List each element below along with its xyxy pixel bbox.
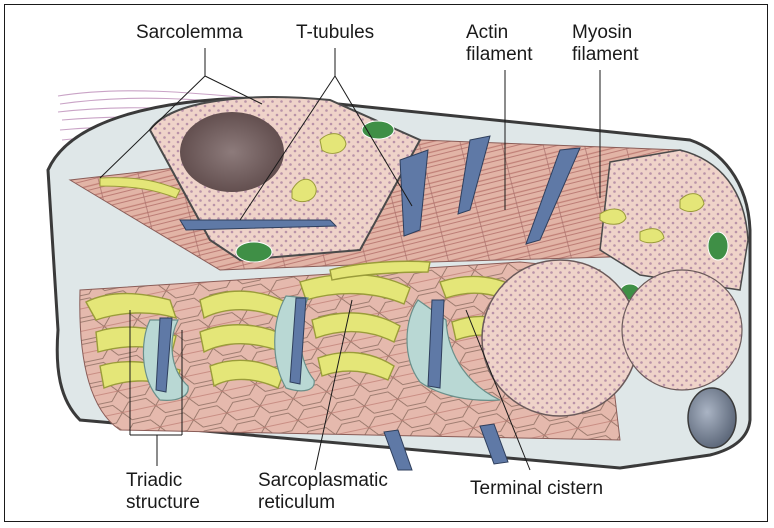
label-sarcolemma: Sarcolemma bbox=[136, 22, 243, 44]
label-actin-filament: Actin filament bbox=[466, 22, 533, 66]
label-triadic-structure: Triadic structure bbox=[126, 470, 200, 514]
label-triadic-line1: Triadic bbox=[126, 470, 200, 492]
myofibril-cross-section-2 bbox=[622, 270, 742, 390]
label-terminal-cistern: Terminal cistern bbox=[470, 478, 603, 500]
label-triadic-line2: structure bbox=[126, 492, 200, 514]
label-myosin-line2: filament bbox=[572, 44, 639, 66]
label-t-tubules: T-tubules bbox=[296, 22, 374, 44]
label-sarco-line2: reticulum bbox=[258, 492, 388, 514]
label-myosin-line1: Myosin bbox=[572, 22, 639, 44]
label-sarco-line1: Sarcoplasmatic bbox=[258, 470, 388, 492]
label-actin-line1: Actin bbox=[466, 22, 533, 44]
myofibril-cross-section bbox=[482, 260, 638, 416]
label-myosin-filament: Myosin filament bbox=[572, 22, 639, 66]
label-actin-line2: filament bbox=[466, 44, 533, 66]
nucleus bbox=[180, 112, 284, 192]
peripheral-nucleus bbox=[688, 388, 736, 448]
label-sarcoplasmatic-reticulum: Sarcoplasmatic reticulum bbox=[258, 470, 388, 514]
